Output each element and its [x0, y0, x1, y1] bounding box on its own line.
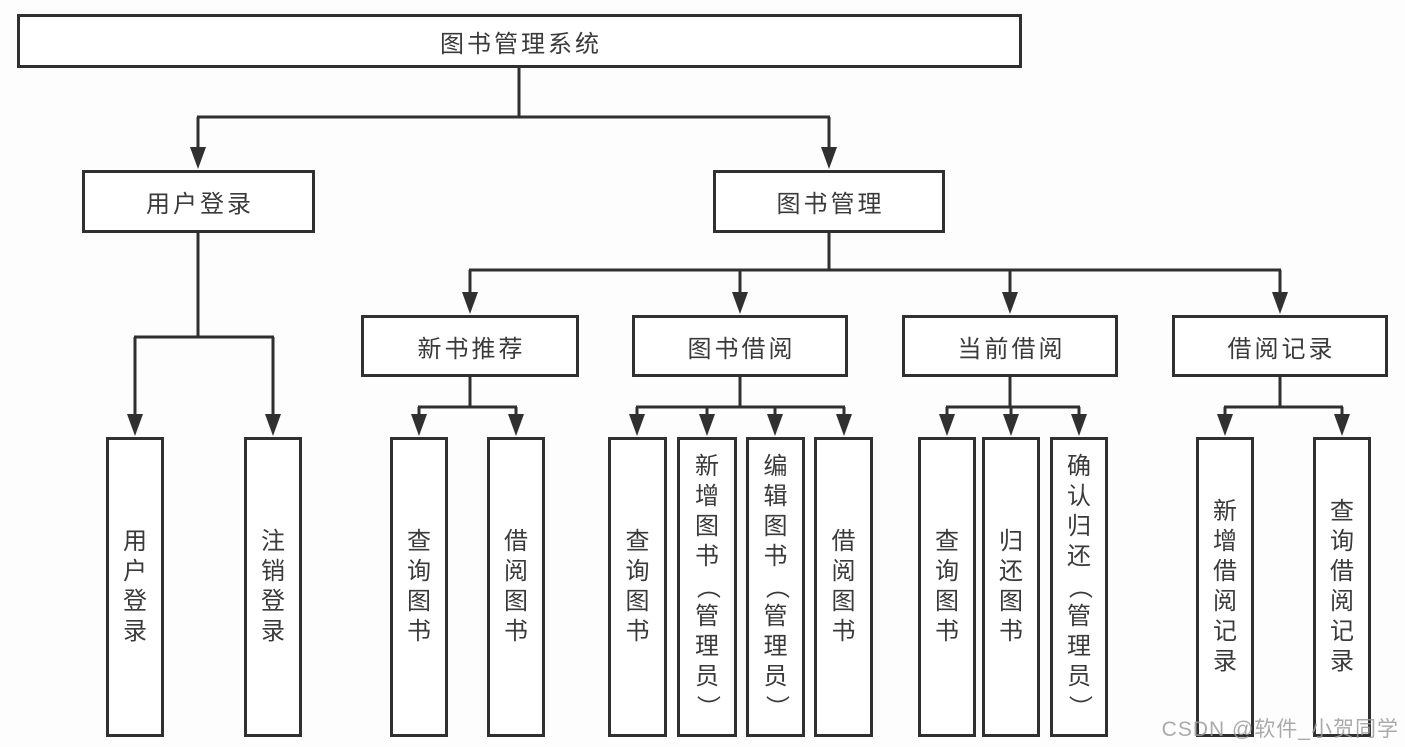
arrowheads — [127, 147, 1350, 436]
node-leaf-br-add-record: 新增借阅记录 — [1196, 437, 1254, 737]
node-current-borrow: 当前借阅 — [902, 315, 1118, 377]
node-leaf-user-login: 用户登录 — [106, 437, 164, 737]
arrow-down-icon — [836, 414, 852, 436]
node-root: 图书管理系统 — [17, 14, 1022, 68]
connector-new-book-recommend — [417, 377, 518, 416]
node-leaf-cb-return-books: 归还图书 — [982, 437, 1040, 737]
node-root-label: 图书管理系统 — [440, 30, 602, 58]
node-leaf-rec-query-books-label: 查询图书 — [407, 528, 431, 645]
connector-book-borrow — [635, 377, 846, 416]
arrow-down-icon — [1272, 292, 1288, 314]
node-book-borrow: 图书借阅 — [632, 315, 848, 377]
arrow-down-icon — [508, 414, 524, 436]
node-book-borrow-label: 图书借阅 — [687, 335, 796, 363]
arrow-down-icon — [127, 414, 143, 436]
arrow-down-icon — [767, 414, 783, 436]
arrow-down-icon — [265, 414, 281, 436]
node-leaf-rec-borrow-books-label: 借阅图书 — [504, 528, 528, 645]
arrow-down-icon — [411, 414, 427, 436]
arrow-down-icon — [699, 414, 715, 436]
connector-root — [196, 68, 831, 150]
arrow-down-icon — [462, 292, 478, 314]
arrow-down-icon — [821, 147, 837, 169]
node-leaf-bb-query-books-label: 查询图书 — [625, 528, 650, 645]
arrow-down-icon — [939, 414, 955, 436]
node-book-management-label: 图书管理 — [776, 191, 885, 218]
arrow-down-icon — [1003, 414, 1019, 436]
node-user-login: 用户登录 — [82, 170, 315, 233]
arrow-down-icon — [190, 147, 206, 169]
node-leaf-cb-query-books: 查询图书 — [918, 437, 976, 737]
node-user-login-label: 用户登录 — [146, 191, 254, 218]
node-leaf-bb-borrow-books-label: 借阅图书 — [831, 528, 856, 645]
node-leaf-rec-query-books: 查询图书 — [390, 437, 448, 737]
node-leaf-rec-borrow-books: 借阅图书 — [487, 437, 545, 737]
arrow-down-icon — [1002, 292, 1018, 314]
arrow-down-icon — [629, 414, 645, 436]
node-leaf-bb-edit-books-admin: 编辑图书（管理员） — [746, 437, 805, 737]
node-leaf-br-query-record: 查询借阅记录 — [1313, 437, 1371, 737]
node-leaf-cb-confirm-return-admin-label: 确认归还（管理员） — [1066, 453, 1093, 719]
node-leaf-bb-edit-books-admin-label: 编辑图书（管理员） — [762, 453, 790, 719]
node-leaf-cb-confirm-return-admin: 确认归还（管理员） — [1050, 437, 1108, 737]
arrow-down-icon — [1071, 414, 1087, 436]
node-leaf-logout-label: 注销登录 — [261, 528, 285, 645]
connector-borrow-records — [1223, 377, 1344, 416]
node-leaf-bb-query-books: 查询图书 — [608, 437, 667, 737]
node-leaf-br-add-record-label: 新增借阅记录 — [1213, 498, 1237, 675]
node-new-book-recommend-label: 新书推荐 — [417, 335, 526, 363]
arrow-down-icon — [1217, 414, 1233, 436]
node-borrow-records-label: 借阅记录 — [1227, 335, 1336, 363]
connector-book-management — [468, 233, 1282, 294]
node-leaf-cb-query-books-label: 查询图书 — [935, 528, 959, 645]
node-leaf-bb-add-books-admin-label: 新增图书（管理员） — [694, 453, 721, 719]
arrow-down-icon — [732, 292, 748, 314]
node-new-book-recommend: 新书推荐 — [361, 315, 579, 377]
watermark: CSDN @软件_小贺同学 — [1161, 718, 1399, 741]
node-leaf-bb-add-books-admin: 新增图书（管理员） — [677, 437, 737, 737]
node-current-borrow-label: 当前借阅 — [957, 335, 1066, 363]
node-leaf-bb-borrow-books: 借阅图书 — [814, 437, 873, 737]
node-leaf-user-login-label: 用户登录 — [123, 528, 147, 645]
node-leaf-logout: 注销登录 — [244, 437, 302, 737]
connector-current-borrow — [945, 377, 1081, 416]
arrow-down-icon — [1334, 414, 1350, 436]
connector-user-login — [133, 233, 275, 416]
node-borrow-records: 借阅记录 — [1172, 315, 1388, 377]
node-book-management: 图书管理 — [713, 170, 945, 233]
node-leaf-cb-return-books-label: 归还图书 — [999, 528, 1023, 645]
node-leaf-br-query-record-label: 查询借阅记录 — [1330, 498, 1354, 675]
